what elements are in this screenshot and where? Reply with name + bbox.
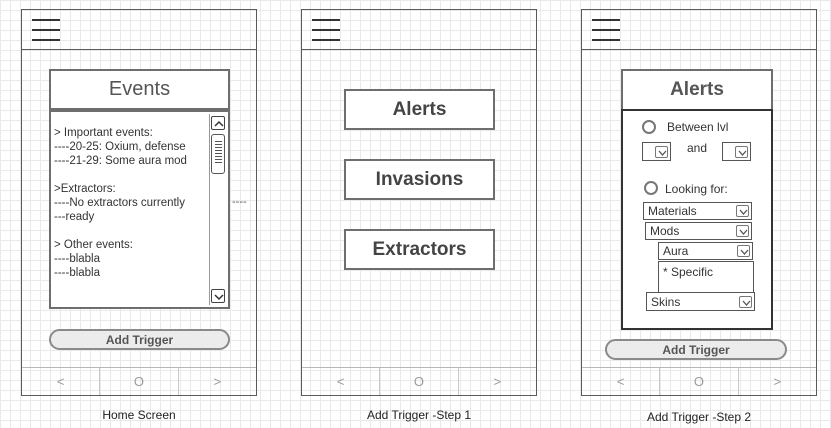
list-item: > Other events: <box>54 239 133 251</box>
aura-value: Aura <box>663 244 689 258</box>
alerts-option-button[interactable]: Alerts <box>344 89 495 130</box>
list-item <box>54 168 187 182</box>
list-item: ----blabla <box>54 253 101 265</box>
hamburger-menu-icon[interactable] <box>592 19 620 41</box>
scroll-thumb[interactable] <box>211 134 225 174</box>
chevron-down-icon <box>736 205 749 217</box>
mods-select[interactable]: Mods <box>645 222 752 240</box>
events-scrollbar[interactable] <box>209 114 226 305</box>
list-item: ----No extractors currently <box>54 197 185 209</box>
chevron-down-icon <box>735 145 748 158</box>
step2-navbar: < O > <box>582 367 816 395</box>
events-title-box: Events <box>49 69 230 110</box>
step2-phone: Alerts Between lvl and Looking for: Mate… <box>581 9 817 396</box>
step1-phone: Alerts Invasions Extractors < O > <box>301 9 537 396</box>
hamburger-menu-icon[interactable] <box>32 19 60 41</box>
events-title: Events <box>108 78 171 100</box>
nav-forward-button[interactable]: > <box>773 374 782 389</box>
alerts-form-box: Between lvl and Looking for: Materials M… <box>621 109 773 330</box>
alerts-title-box: Alerts <box>621 69 773 111</box>
list-item: ----blabla <box>54 267 101 279</box>
nav-home-button[interactable]: O <box>660 368 739 395</box>
nav-back-button[interactable]: < <box>582 368 661 395</box>
step2-topbar <box>582 10 816 50</box>
add-trigger-button[interactable]: Add Trigger <box>49 329 230 350</box>
nav-forward-button[interactable]: > <box>213 374 222 389</box>
materials-value: Materials <box>648 204 697 218</box>
chevron-down-icon <box>655 145 668 158</box>
list-item: ----21-29: Some aura mod <box>54 155 187 167</box>
list-item <box>54 224 187 238</box>
events-list[interactable]: > Important events: ----20-25: Oxium, def… <box>49 110 230 309</box>
max-level-select[interactable] <box>722 142 751 161</box>
events-list-text: > Important events: ----20-25: Oxium, def… <box>54 126 187 280</box>
home-caption: Home Screen <box>102 408 176 422</box>
step1-caption: Add Trigger -Step 1 <box>366 408 472 422</box>
skins-value: Skins <box>651 294 681 309</box>
home-topbar <box>22 10 256 50</box>
specific-input[interactable]: * Specific <box>658 261 754 293</box>
looking-for-label: Looking for: <box>665 182 728 196</box>
and-label: and <box>687 141 708 155</box>
skins-select[interactable]: Skins <box>646 292 755 311</box>
step1-navbar: < O > <box>302 367 536 395</box>
between-lvl-radio[interactable] <box>642 120 656 134</box>
chevron-down-icon <box>736 225 749 237</box>
add-trigger-button[interactable]: Add Trigger <box>605 339 787 360</box>
list-item: ---ready <box>54 211 95 223</box>
between-lvl-label: Between lvl <box>667 120 729 134</box>
min-level-select[interactable] <box>642 142 671 161</box>
home-navbar: < O > <box>22 367 256 395</box>
nav-forward-button[interactable]: > <box>493 374 502 389</box>
nav-home-button[interactable]: O <box>100 368 179 395</box>
scroll-up-icon[interactable] <box>211 116 225 130</box>
invasions-option-button[interactable]: Invasions <box>344 159 495 200</box>
home-screen-phone: Events > Important events: ----20-25: Oxi… <box>21 9 257 396</box>
list-item: ----20-25: Oxium, defense <box>54 141 186 153</box>
nav-back-button[interactable]: < <box>22 368 101 395</box>
alerts-title: Alerts <box>670 79 724 100</box>
nav-home-button[interactable]: O <box>380 368 459 395</box>
nav-back-button[interactable]: < <box>302 368 381 395</box>
scroll-down-icon[interactable] <box>211 289 225 303</box>
extractors-option-button[interactable]: Extractors <box>344 229 495 270</box>
aura-select[interactable]: Aura <box>658 242 753 260</box>
looking-for-radio[interactable] <box>644 181 658 195</box>
list-item: >Extractors: <box>54 183 116 195</box>
mods-value: Mods <box>650 224 680 238</box>
chevron-down-icon <box>739 295 752 308</box>
list-item: > Important events: <box>54 127 153 139</box>
stray-dashes: ---- <box>232 196 247 208</box>
chevron-down-icon <box>737 245 750 257</box>
step2-caption: Add Trigger -Step 2 <box>646 410 752 424</box>
materials-select[interactable]: Materials <box>643 202 752 220</box>
hamburger-menu-icon[interactable] <box>312 19 340 41</box>
step1-topbar <box>302 10 536 50</box>
